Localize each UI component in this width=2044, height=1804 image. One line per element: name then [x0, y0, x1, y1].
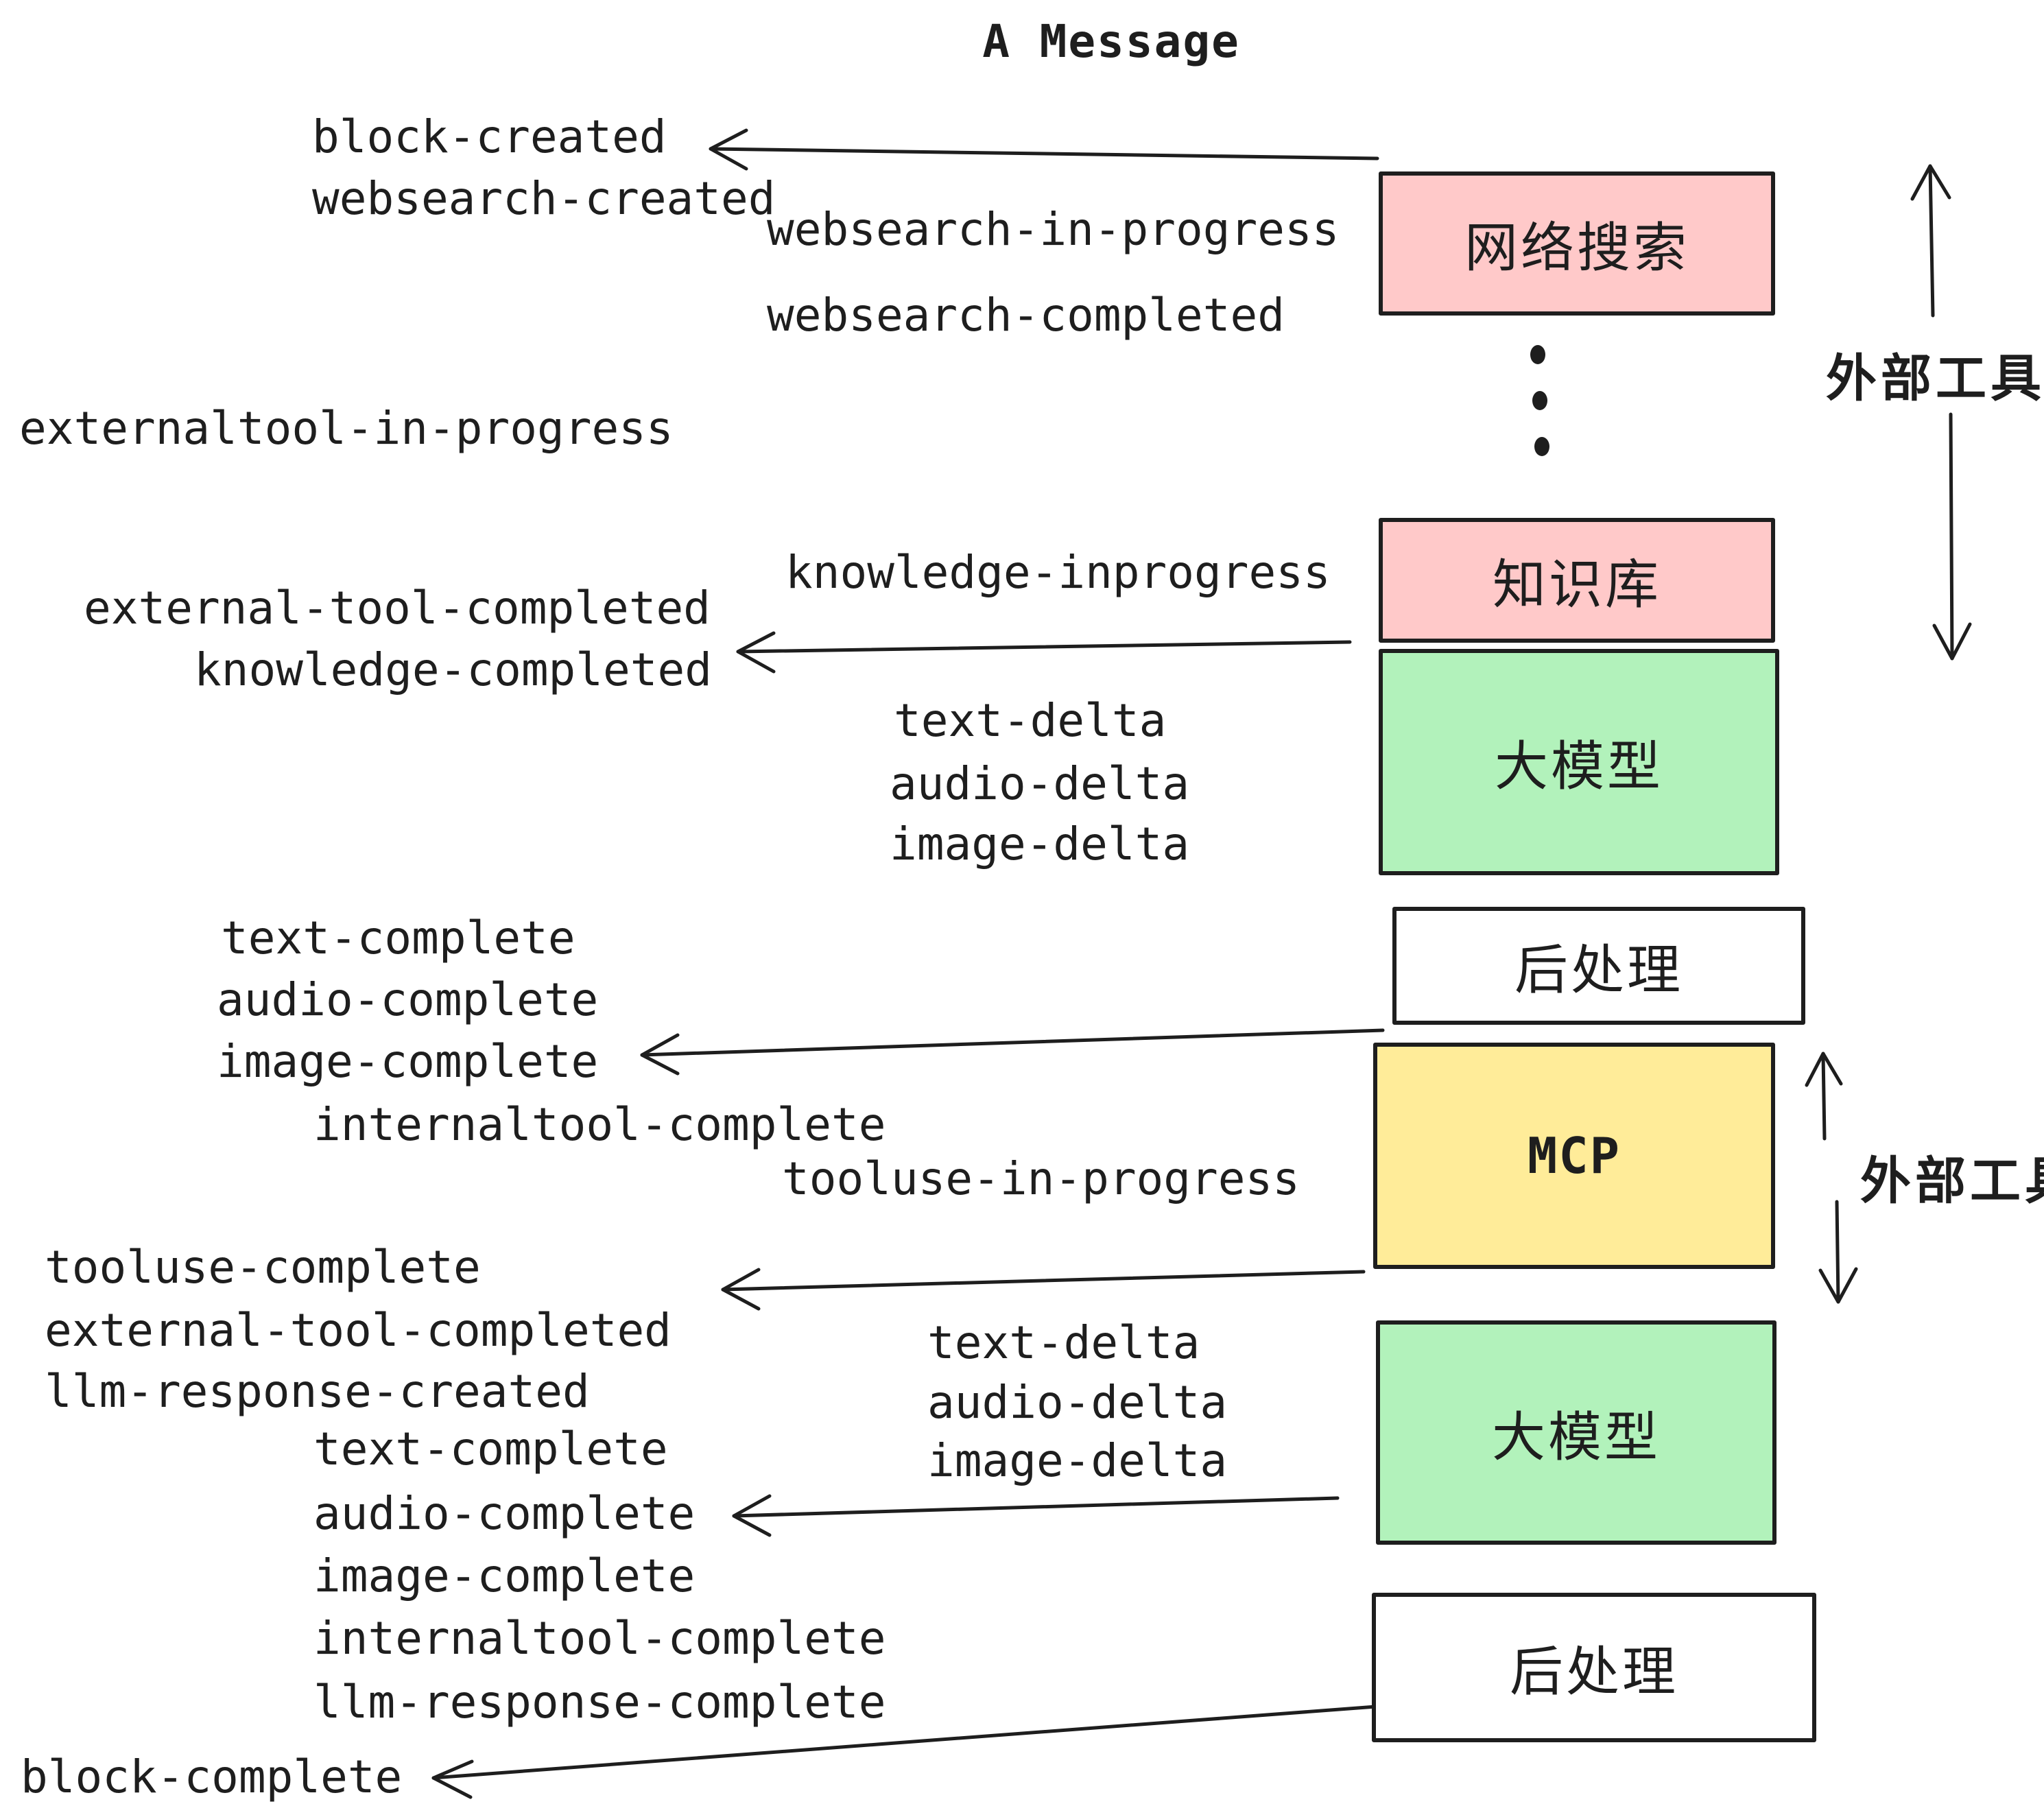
event-websearch-in-progress: websearch-in-progress [767, 203, 1340, 256]
event-image-complete-1: image-complete [217, 1035, 599, 1088]
event-text-complete-2: text-complete [313, 1423, 668, 1475]
box-llm-2: 大模型 [1376, 1320, 1776, 1545]
box-web-search: 网络搜索 [1379, 171, 1775, 316]
event-text-complete-1: text-complete [221, 912, 575, 964]
event-internaltool-complete-2: internaltool-complete [313, 1612, 886, 1665]
arrow-tooluse-complete [721, 1268, 1366, 1311]
event-websearch-completed: websearch-completed [767, 289, 1285, 342]
box-llm-1: 大模型 [1379, 649, 1779, 875]
arrow-audio-complete [732, 1494, 1340, 1537]
event-image-delta-2: image-delta [927, 1434, 1228, 1487]
event-tooluse-complete: tooluse-complete [45, 1241, 481, 1294]
mcp-external-tools-down-arrow [1818, 1200, 1858, 1304]
event-audio-delta-2: audio-delta [927, 1376, 1228, 1429]
event-externaltool-in-progress: externaltool-in-progress [19, 402, 674, 455]
external-tools-up-arrow [1910, 164, 1951, 318]
external-tools-label-2: 外部工具 [1860, 1152, 2044, 1209]
arrow-knowledge-completed [736, 631, 1352, 674]
box-llm-1-label: 大模型 [1494, 736, 1663, 796]
event-internaltool-complete-1: internaltool-complete [313, 1098, 886, 1151]
event-tooluse-in-progress: tooluse-in-progress [782, 1152, 1300, 1205]
box-mcp: MCP [1373, 1043, 1775, 1269]
event-block-complete: block-complete [21, 1750, 403, 1803]
ellipsis-dots [1530, 345, 1549, 456]
event-audio-complete-1: audio-complete [217, 973, 599, 1026]
event-audio-complete-2: audio-complete [313, 1487, 696, 1540]
box-post-process-1-label: 后处理 [1514, 940, 1683, 1000]
event-knowledge-completed: knowledge-completed [194, 643, 712, 696]
box-web-search-label: 网络搜索 [1464, 217, 1689, 278]
event-block-created: block-created [312, 110, 667, 163]
event-image-complete-2: image-complete [313, 1550, 696, 1602]
event-image-delta-1: image-delta [890, 818, 1190, 870]
external-tools-down-arrow [1932, 412, 1972, 661]
box-post-process-2: 后处理 [1372, 1593, 1816, 1742]
external-tools-label-1: 外部工具 [1826, 350, 2044, 407]
event-knowledge-inprogress: knowledge-inprogress [785, 546, 1331, 599]
box-knowledge-base-label: 知识库 [1492, 554, 1661, 615]
box-llm-2-label: 大模型 [1491, 1406, 1661, 1467]
event-external-tool-completed-2: external-tool-completed [45, 1304, 672, 1357]
arrow-image-complete [640, 1028, 1385, 1076]
box-knowledge-base: 知识库 [1379, 518, 1775, 643]
diagram-title: A Message [982, 15, 1240, 68]
event-websearch-created: websearch-created [312, 172, 776, 225]
event-llm-response-created: llm-response-created [45, 1365, 590, 1418]
box-mcp-label: MCP [1527, 1127, 1621, 1185]
event-text-delta-2: text-delta [927, 1316, 1200, 1369]
mcp-external-tools-up-arrow [1805, 1052, 1843, 1141]
event-audio-delta-1: audio-delta [890, 757, 1190, 810]
box-post-process-1: 后处理 [1392, 907, 1805, 1025]
event-llm-response-complete: llm-response-complete [313, 1676, 886, 1729]
event-external-tool-completed-1: external-tool-completed [84, 582, 711, 634]
box-post-process-2-label: 后处理 [1509, 1641, 1678, 1702]
arrow-block-created [709, 128, 1379, 171]
event-text-delta-1: text-delta [894, 694, 1167, 747]
